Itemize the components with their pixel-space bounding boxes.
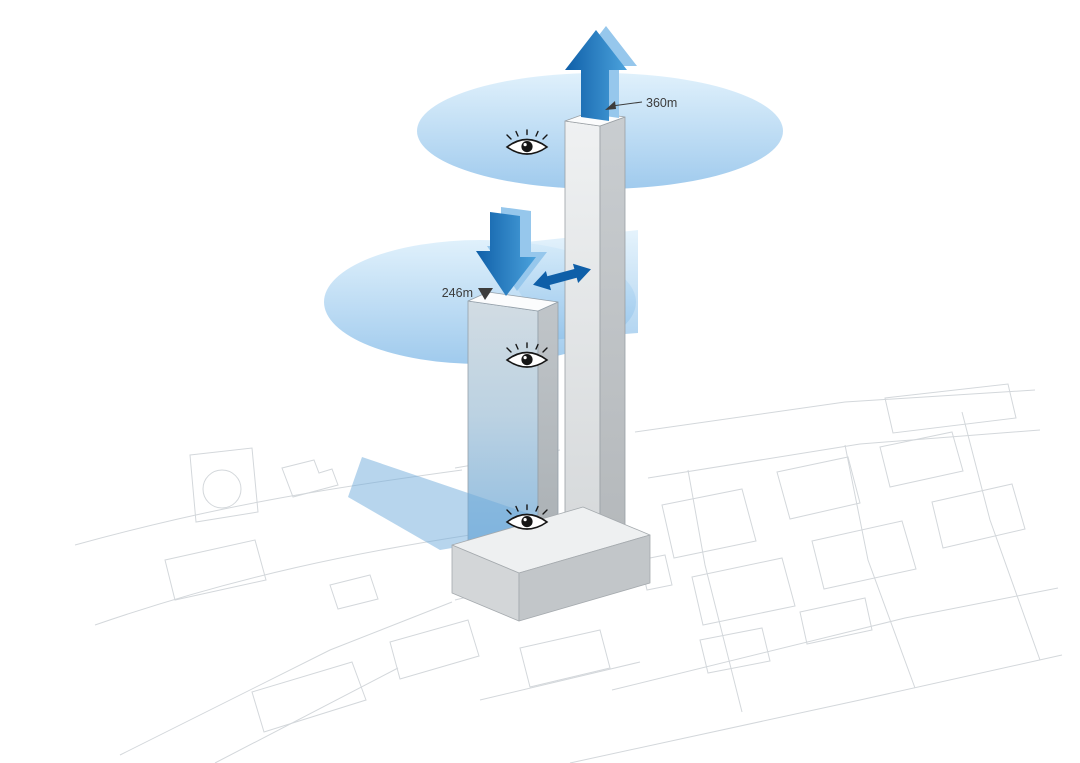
podium-front-right (518, 534, 651, 622)
map-block (931, 483, 1026, 549)
height-label-246m: 246m (442, 286, 473, 300)
map-street (634, 389, 1036, 433)
map-street (94, 534, 471, 626)
map-street (844, 444, 916, 689)
height-label-360m: 360m (646, 96, 677, 110)
map-street (569, 654, 1063, 763)
leader-line (611, 101, 643, 107)
short-tower-side-face (537, 301, 559, 553)
exchange-arrow-body (533, 263, 591, 291)
map-block (389, 619, 480, 680)
map-street (961, 411, 1041, 661)
map-block (661, 488, 757, 559)
map-street (479, 661, 641, 701)
map-street (611, 587, 1059, 691)
map-building (281, 459, 339, 498)
map-building (799, 597, 873, 645)
map-street (687, 469, 743, 713)
leader-arrowhead (478, 288, 493, 300)
map-block (519, 629, 611, 688)
exchange-arrow-icon (533, 263, 591, 291)
map-block (251, 661, 367, 733)
up-arrow-icon (565, 26, 637, 121)
view-cone-ground (348, 457, 536, 550)
map-block (879, 431, 964, 488)
down-arrow-body (476, 212, 536, 296)
map-building (699, 627, 771, 674)
map-street (647, 429, 1041, 479)
map-block (164, 539, 267, 601)
tall-tower (564, 111, 626, 549)
map-block (776, 456, 861, 520)
up-arrow-body (565, 30, 627, 121)
map-block (691, 557, 796, 626)
map-block (811, 520, 917, 590)
height-annotation-360m: 360m (605, 96, 677, 110)
down-arrow-icon (476, 207, 547, 296)
map-block (189, 447, 259, 523)
leader-arrowhead (605, 101, 616, 110)
short-tower-roof (467, 291, 559, 312)
map-street (119, 601, 453, 756)
map-block (884, 383, 1017, 434)
map-building (202, 469, 242, 509)
height-annotation-246m: 246m (442, 286, 493, 300)
tall-tower-front-face (564, 120, 601, 549)
podium (451, 506, 651, 622)
map-street (214, 667, 399, 763)
map-building (329, 574, 379, 610)
tall-tower-side-face (599, 116, 626, 549)
